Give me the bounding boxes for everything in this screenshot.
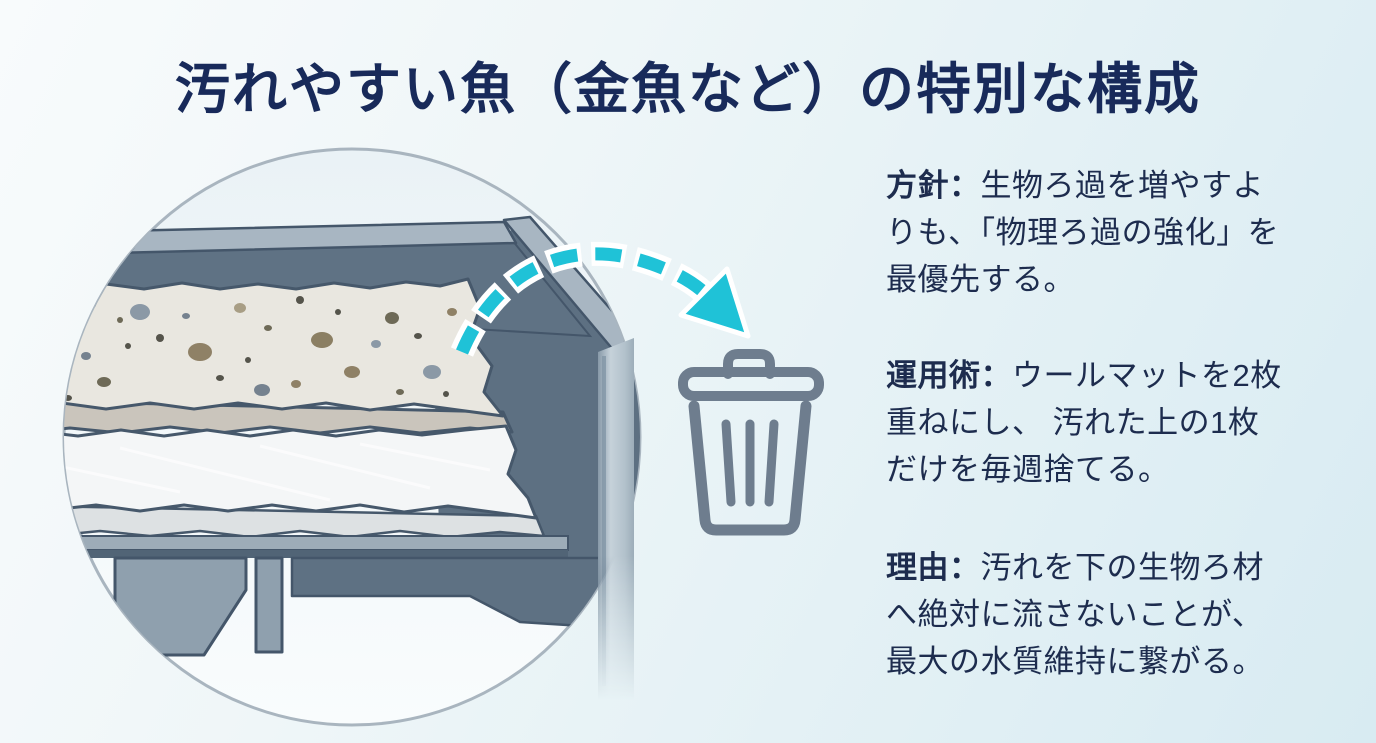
discard-arrow-icon: [450, 241, 751, 357]
note-policy-label: 方針：: [886, 168, 981, 203]
main-title: 汚れやすい魚（金魚など）の特別な構成: [174, 58, 1201, 120]
drain-pipe: [598, 338, 634, 700]
note-operation-text: 重ねにし、 汚れた上の1枚: [886, 405, 1260, 440]
note-reason-text: 最大の水質維持に繋がる。: [886, 644, 1264, 679]
bottom-supports: [113, 556, 640, 657]
note-reason-label: 理由：: [886, 550, 981, 585]
note-reason-text: へ絶対に流さないことが、: [886, 597, 1264, 632]
dirty-wool-mat: [64, 277, 505, 418]
note-operation-text: ウールマットを2枚: [1012, 358, 1282, 393]
debris-specks: [64, 296, 457, 401]
note-operation: 運用術：ウールマットを2枚 重ねにし、 汚れた上の1枚 だけを毎週捨てる。: [886, 352, 1366, 493]
note-operation-label: 運用術：: [886, 358, 1012, 393]
filter-box-frame: [64, 215, 640, 657]
note-policy-text: 最優先する。: [886, 262, 1075, 297]
note-operation-text: だけを毎週捨てる。: [886, 452, 1170, 487]
note-policy-text: 生物ろ過を増やすよ: [980, 168, 1264, 203]
note-reason: 理由：汚れを下の生物ろ材 へ絶対に流さないことが、 最大の水質維持に繋がる。: [886, 544, 1366, 685]
note-policy-text: りも、「物理ろ過の強化」を: [886, 215, 1280, 250]
trash-icon: [678, 349, 824, 536]
note-reason-text: 汚れを下の生物ろ材: [980, 550, 1264, 585]
note-policy: 方針：生物ろ過を増やすよ りも、「物理ろ過の強化」を 最優先する。: [886, 162, 1366, 303]
